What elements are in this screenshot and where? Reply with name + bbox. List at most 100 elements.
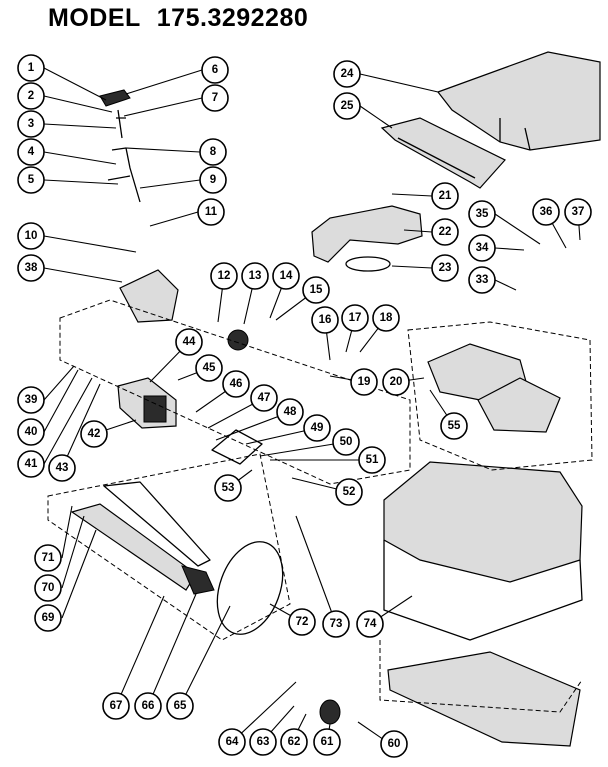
callout-13: 13 xyxy=(241,262,269,290)
svg-text:17: 17 xyxy=(349,312,362,324)
agitator-part xyxy=(70,503,197,591)
callout-1: 1 xyxy=(17,54,45,82)
svg-text:72: 72 xyxy=(296,616,309,628)
svg-text:60: 60 xyxy=(388,738,401,750)
callout-62: 62 xyxy=(280,728,308,756)
svg-text:73: 73 xyxy=(330,618,343,630)
callout-8: 8 xyxy=(199,138,227,166)
svg-text:15: 15 xyxy=(310,284,323,296)
main-housing-part xyxy=(383,461,583,583)
callout-35: 35 xyxy=(468,200,496,228)
svg-text:19: 19 xyxy=(358,376,371,388)
callout-23: 23 xyxy=(431,254,459,282)
assembly-outline-right xyxy=(407,321,593,471)
callout-2: 2 xyxy=(17,82,45,110)
main-housing-skirt xyxy=(383,540,583,641)
svg-text:52: 52 xyxy=(343,486,356,498)
callout-44: 44 xyxy=(175,328,203,356)
callout-20: 20 xyxy=(382,368,410,396)
callout-11: 11 xyxy=(197,198,225,226)
callout-63: 63 xyxy=(249,728,277,756)
svg-text:53: 53 xyxy=(222,482,235,494)
callout-66: 66 xyxy=(134,692,162,720)
svg-text:6: 6 xyxy=(212,64,218,76)
svg-text:1: 1 xyxy=(28,62,35,74)
svg-text:35: 35 xyxy=(476,208,489,220)
callout-25: 25 xyxy=(333,92,361,120)
fan-shroud-part xyxy=(477,377,561,433)
svg-text:21: 21 xyxy=(439,190,452,202)
callout-12: 12 xyxy=(210,262,238,290)
svg-text:11: 11 xyxy=(205,206,218,218)
callout-14: 14 xyxy=(272,262,300,290)
wheel-part xyxy=(319,699,341,725)
callout-6: 6 xyxy=(201,56,229,84)
svg-text:40: 40 xyxy=(25,426,38,438)
callout-52: 52 xyxy=(335,478,363,506)
svg-text:44: 44 xyxy=(183,336,196,348)
leader-lines xyxy=(43,67,581,745)
callout-17: 17 xyxy=(341,304,369,332)
top-cover-part xyxy=(437,51,601,151)
callout-69: 69 xyxy=(34,604,62,632)
svg-text:33: 33 xyxy=(476,274,489,286)
callout-60: 60 xyxy=(380,730,408,758)
part-drawings xyxy=(47,51,601,747)
callout-47: 47 xyxy=(250,384,278,412)
callout-71: 71 xyxy=(34,544,62,572)
model-number: 175.3292280 xyxy=(156,4,309,32)
callout-55: 55 xyxy=(440,412,468,440)
callout-21: 21 xyxy=(431,182,459,210)
agitator-brush-part xyxy=(103,481,211,567)
callout-49: 49 xyxy=(303,414,331,442)
callout-73: 73 xyxy=(322,610,350,638)
belt-part xyxy=(345,256,391,272)
svg-text:46: 46 xyxy=(230,378,243,390)
svg-text:45: 45 xyxy=(203,362,216,374)
callout-74: 74 xyxy=(356,610,384,638)
handle-latch-part xyxy=(99,89,131,107)
svg-text:12: 12 xyxy=(218,270,231,282)
callout-70: 70 xyxy=(34,574,62,602)
svg-text:71: 71 xyxy=(42,552,55,564)
callout-36: 36 xyxy=(532,198,560,226)
callout-42: 42 xyxy=(80,420,108,448)
callout-45: 45 xyxy=(195,354,223,382)
model-label: MODEL xyxy=(48,4,141,32)
svg-text:34: 34 xyxy=(476,242,489,254)
svg-text:36: 36 xyxy=(540,206,553,218)
svg-text:41: 41 xyxy=(25,458,38,470)
top-cover-edge xyxy=(499,118,531,151)
bottom-plate-part xyxy=(387,651,581,747)
callout-10: 10 xyxy=(17,222,45,250)
svg-text:38: 38 xyxy=(25,262,38,274)
callout-40: 40 xyxy=(17,418,45,446)
callout-4: 4 xyxy=(17,138,45,166)
callout-43: 43 xyxy=(48,454,76,482)
svg-text:5: 5 xyxy=(28,174,35,186)
svg-text:20: 20 xyxy=(390,376,403,388)
svg-text:74: 74 xyxy=(364,618,377,630)
svg-text:64: 64 xyxy=(226,736,239,748)
svg-text:8: 8 xyxy=(210,146,217,158)
bumper-edge xyxy=(397,137,476,179)
callout-22: 22 xyxy=(431,218,459,246)
svg-text:55: 55 xyxy=(448,420,461,432)
svg-text:37: 37 xyxy=(572,206,585,218)
assembly-outline-base xyxy=(379,640,583,713)
callout-41: 41 xyxy=(17,450,45,478)
callout-labels: 1 2 3 4 5 6 7 8 9 10 11 12 13 14 15 16 1… xyxy=(17,54,592,758)
callout-34: 34 xyxy=(468,234,496,262)
callout-39: 39 xyxy=(17,386,45,414)
bumper-part xyxy=(380,117,506,189)
assembly-outline-motor xyxy=(59,299,411,485)
svg-text:70: 70 xyxy=(42,582,55,594)
assembly-outline-front xyxy=(47,453,291,641)
svg-text:65: 65 xyxy=(174,700,187,712)
callout-61: 61 xyxy=(313,728,341,756)
callout-24: 24 xyxy=(333,60,361,88)
callout-19: 19 xyxy=(350,368,378,396)
callout-64: 64 xyxy=(218,728,246,756)
callout-33: 33 xyxy=(468,266,496,294)
